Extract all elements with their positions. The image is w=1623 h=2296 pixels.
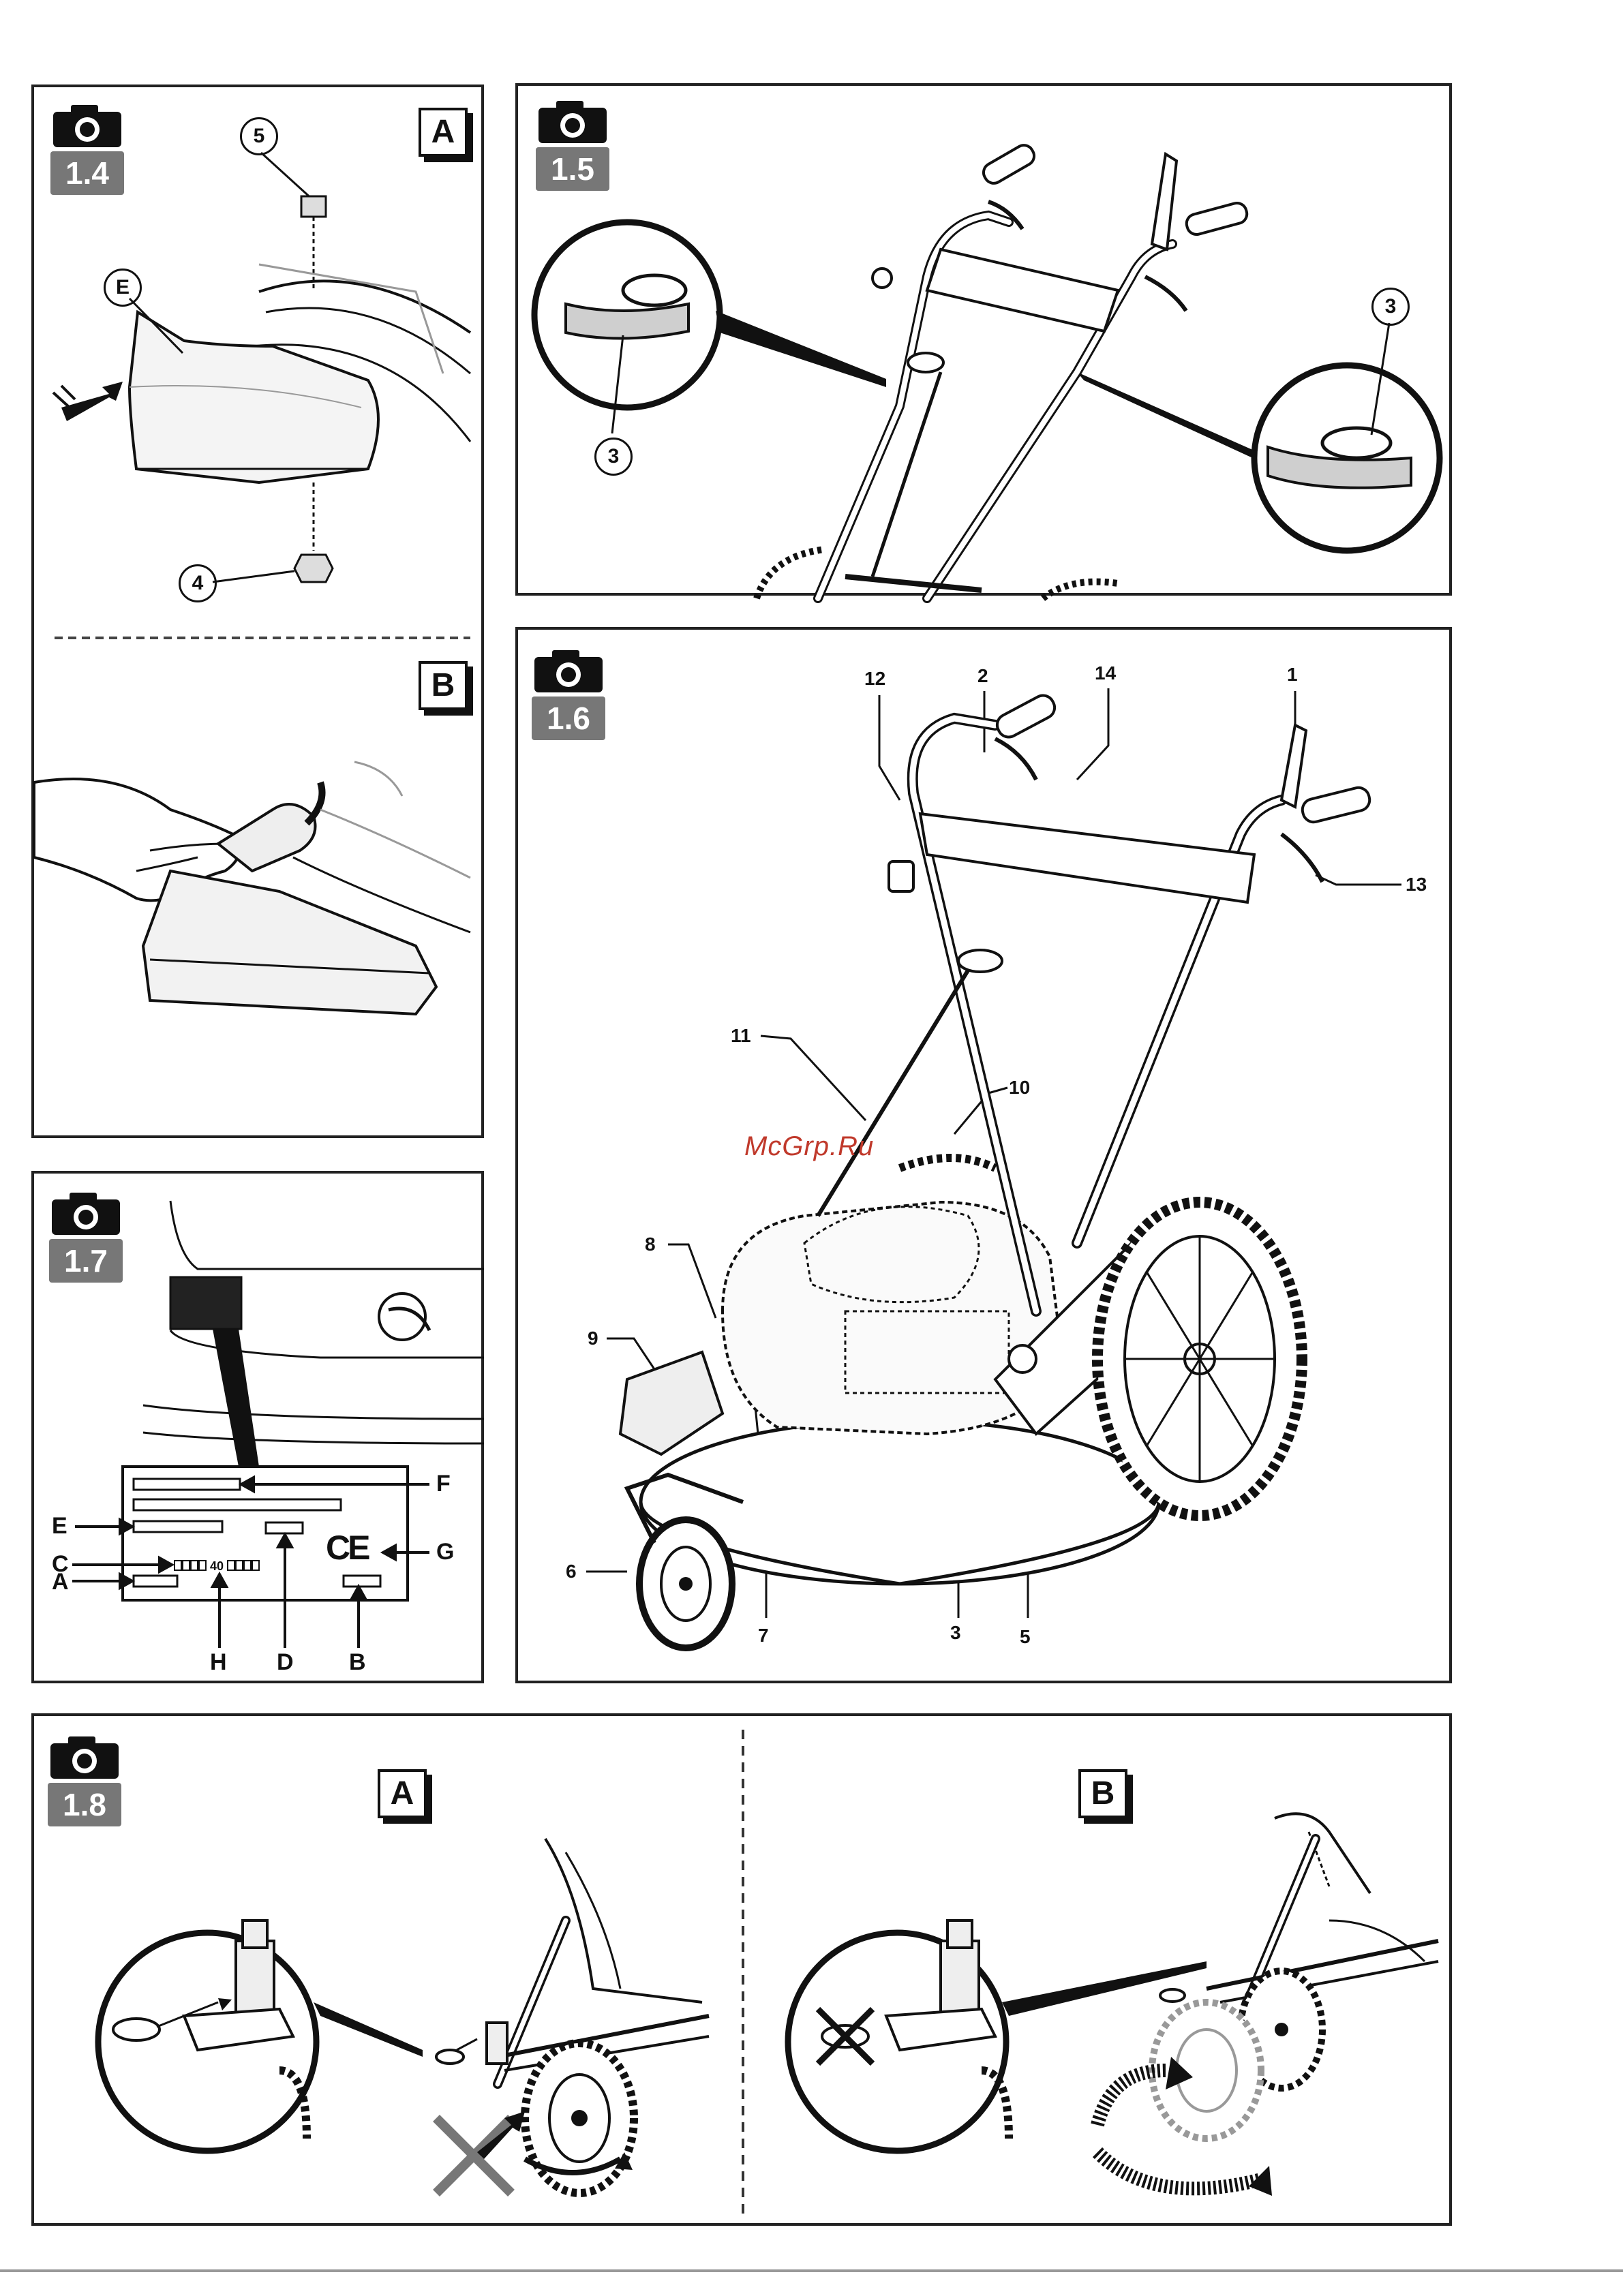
plate-label-a: A: [52, 1569, 69, 1595]
figure-1-4-panel: 1.4 A 5 E 4 B: [31, 85, 484, 1138]
watermark: McGrp.Ru: [744, 1131, 874, 1162]
figure-1-6-panel: 1.6 12 2 14 1 13 11 10 8 9 6 7 3 5: [515, 627, 1452, 1683]
page-bottom-rule: [0, 2269, 1623, 2272]
front-wheel-removal-illustration: [34, 1716, 1455, 2229]
figure-1-5-panel: 1.5 3 3: [515, 83, 1452, 596]
plate-label-b: B: [349, 1649, 366, 1676]
plate-label-d: D: [277, 1649, 294, 1676]
cable-tie-handle-illustration: [518, 86, 1455, 598]
rating-plate-location-illustration: [34, 1174, 487, 1686]
brushcutter-overview-illustration: [518, 630, 1455, 1686]
wrench-tightening-illustration: [34, 87, 487, 1141]
plate-label-g: G: [436, 1539, 454, 1565]
ce-mark: CE: [326, 1528, 367, 1567]
plate-label-h: H: [210, 1649, 227, 1676]
plate-noise-level-text: 40: [210, 1559, 224, 1574]
plate-label-e: E: [52, 1513, 67, 1540]
plate-label-f: F: [436, 1471, 451, 1497]
figure-1-7-panel: 1.7: [31, 1171, 484, 1683]
figure-1-8-panel: 1.8 A B: [31, 1713, 1452, 2226]
